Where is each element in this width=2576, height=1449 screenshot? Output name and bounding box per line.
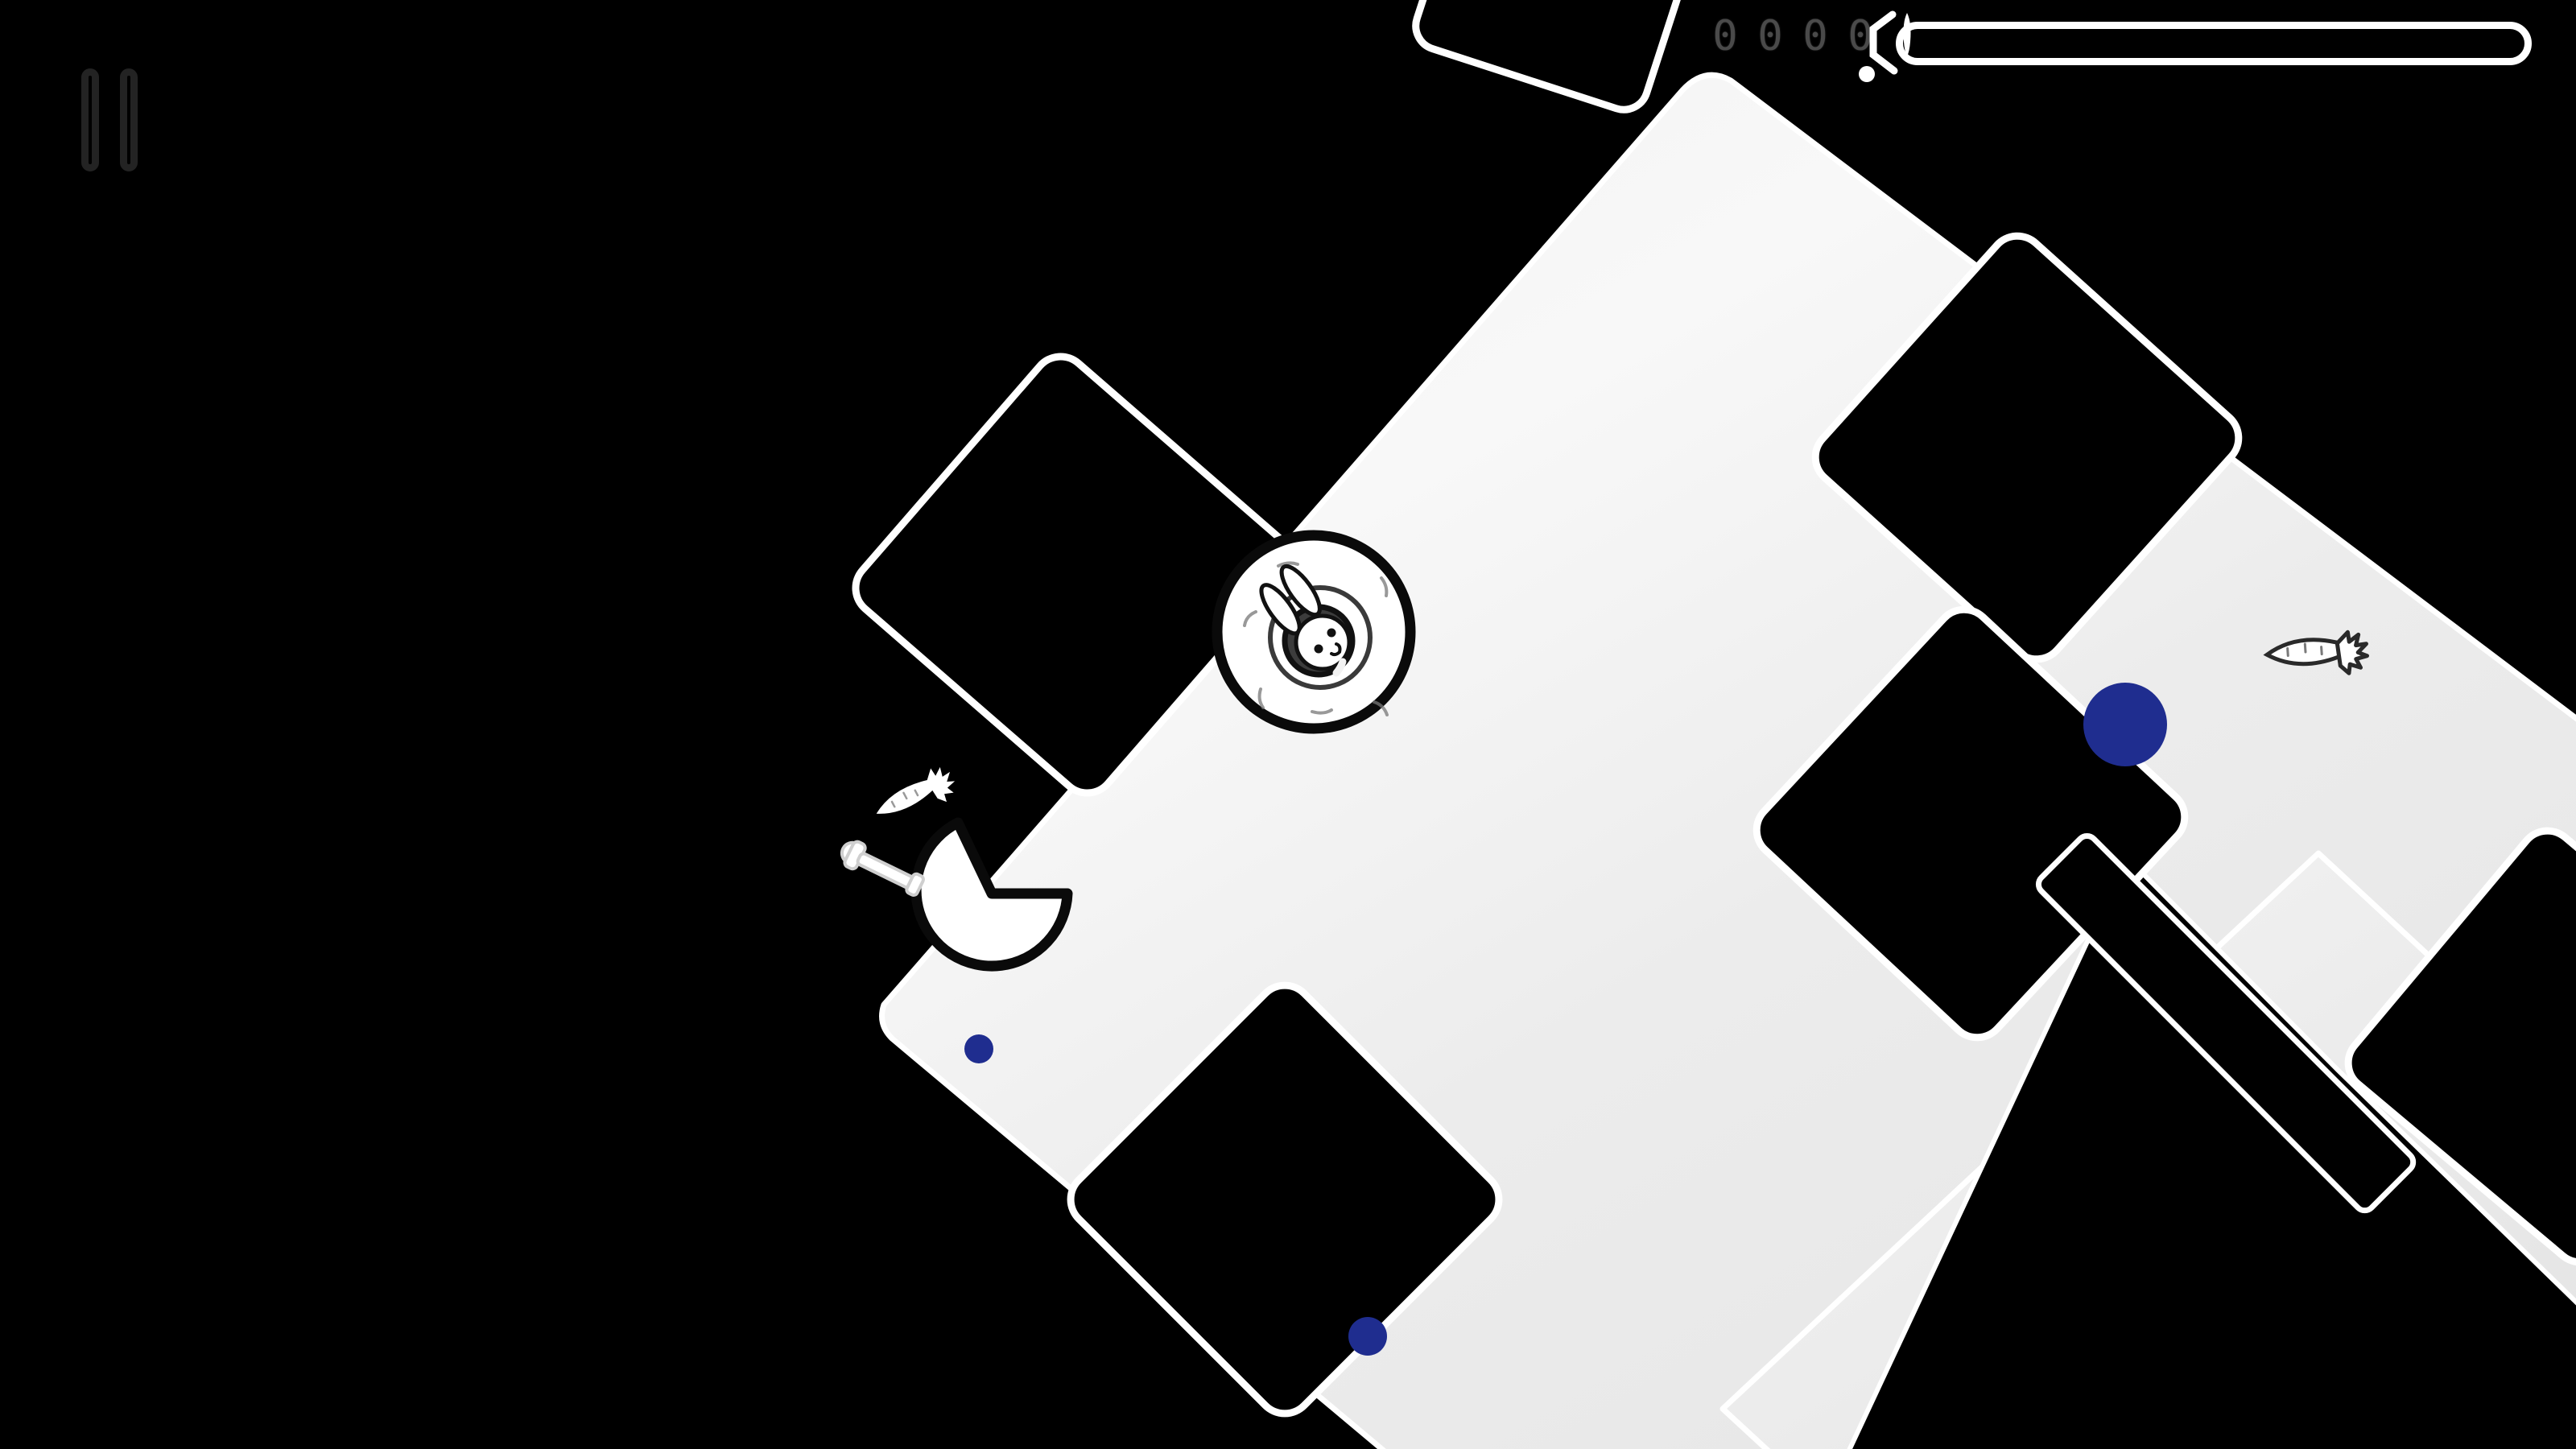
carrot-counter-digit-1: 0 [1712,12,1738,60]
pause-icon-bar-left [81,68,99,171]
obstacle-block-upper-right [1811,232,2243,663]
obstacle-bar [2035,832,2417,1214]
wedge-circle [910,817,1073,972]
pause-icon-bar-right [120,68,138,171]
blue-orb-small-bottom [1348,1317,1387,1356]
obstacle-block-top-center [1412,0,1711,114]
collectible-carrot-right [2263,630,2370,675]
blue-orb-large [2083,683,2167,766]
obstacle-block-far-right [2344,827,2576,1266]
carrot-counter-digit-3: 0 [1802,12,1828,60]
obstacle-block-bottom [1067,981,1503,1418]
obstacle-block-mid-left [852,353,1296,797]
collectible-carrot-left [876,766,956,814]
player-rabbit [1212,530,1416,734]
carrot-counter-digit-4: 0 [1847,12,1873,60]
pause-button[interactable] [71,68,148,172]
progress-bar[interactable] [1896,22,2532,65]
blue-orb-small-left [964,1034,993,1063]
bracket-icon [1859,10,1898,82]
progress-bar-container [1859,5,2532,82]
carrot-counter-digit-2: 0 [1757,12,1783,60]
platform-gap [1847,855,2576,1449]
collectible-bone [840,840,925,897]
